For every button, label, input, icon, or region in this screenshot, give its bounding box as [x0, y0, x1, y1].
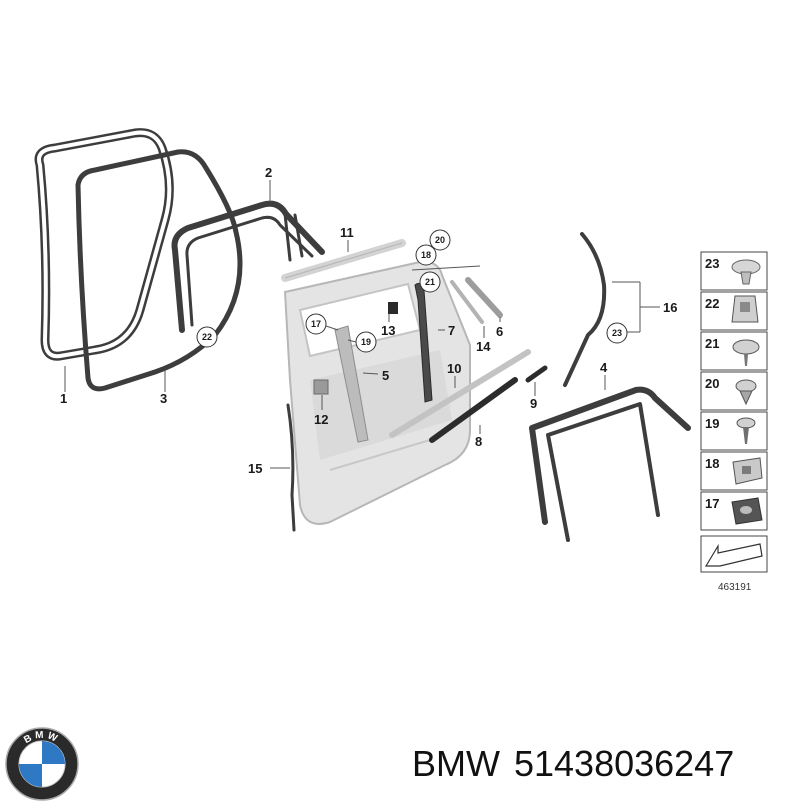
callout-5: 5	[382, 368, 389, 383]
callout-13: 13	[381, 323, 395, 338]
part-12-bracket	[313, 379, 329, 395]
callout-1: 1	[60, 391, 67, 406]
legend-row-19: 19	[700, 411, 768, 451]
part-13-bracket	[388, 302, 398, 314]
rivet-icon	[735, 379, 757, 393]
legend-row-21: 21	[700, 331, 768, 371]
part-3-inner-seal	[75, 149, 243, 392]
callout-12: 12	[314, 412, 328, 427]
legend-number-20: 20	[705, 376, 719, 391]
legend-row-23: 23	[700, 251, 768, 291]
callout-14: 14	[476, 339, 491, 354]
legend-number-19: 19	[705, 416, 719, 431]
part-15-edge-seal	[286, 403, 296, 532]
legend-row-direction	[700, 535, 768, 573]
callout-8: 8	[475, 434, 482, 449]
fastener-legend: 23 22 21 20 19	[700, 251, 768, 593]
legend-row-17: 17	[700, 491, 768, 531]
callout-15: 15	[248, 461, 262, 476]
part-14-clip	[450, 280, 484, 324]
circled-callout-18: 18	[421, 250, 431, 260]
part-16-pillar-seal	[563, 232, 607, 387]
part-2-window-channel	[171, 200, 325, 333]
callout-10: 10	[447, 361, 461, 376]
callout-4: 4	[600, 360, 608, 375]
legend-row-20: 20	[700, 371, 768, 411]
legend-number-23: 23	[705, 256, 719, 271]
callout-16: 16	[663, 300, 677, 315]
leader-lines	[64, 180, 660, 469]
legend-number-17: 17	[705, 496, 719, 511]
part-number-caption: BMW 51438036247	[412, 740, 792, 788]
circled-callout-20: 20	[435, 235, 445, 245]
callout-6: 6	[496, 324, 503, 339]
brand-name: BMW	[412, 743, 500, 784]
circled-callout-21: 21	[425, 277, 435, 287]
diagram-number: 463191	[718, 582, 752, 593]
callout-labels: 1 2 3 4 5 6 7 8 9 10 11 12 13 14 15 16	[60, 165, 677, 476]
legend-row-22: 22	[700, 291, 768, 331]
circled-callouts: 17 18 19 20 21 22 23	[196, 229, 628, 353]
circled-callout-17: 17	[311, 319, 321, 329]
callout-11: 11	[340, 225, 354, 240]
legend-number-18: 18	[705, 456, 719, 471]
svg-text:BMW: BMW	[22, 730, 61, 746]
legend-number-22: 22	[705, 296, 719, 311]
direction-arrow-icon	[704, 543, 763, 567]
part-6-small-trim	[465, 277, 503, 318]
part-number: 51438036247	[513, 743, 735, 784]
legend-row-18: 18	[700, 451, 768, 491]
callout-9: 9	[530, 396, 537, 411]
door-panel	[283, 260, 471, 525]
callout-3: 3	[160, 391, 167, 406]
bmw-logo: BMW	[5, 727, 79, 801]
part-10-belt-strip	[389, 349, 531, 438]
circled-callout-23: 23	[612, 328, 622, 338]
part-1-outer-seal	[34, 128, 174, 361]
part-11-roof-strip	[281, 239, 406, 282]
part-8-belt-seal	[429, 377, 518, 443]
callout-2: 2	[265, 165, 272, 180]
legend-number-21: 21	[705, 336, 719, 351]
circled-callout-19: 19	[361, 337, 371, 347]
circled-callout-22: 22	[202, 332, 212, 342]
callout-7: 7	[448, 323, 455, 338]
part-9-end-cap	[525, 365, 548, 383]
screw-head-icon	[732, 339, 760, 355]
part-4-frame-seal	[529, 386, 691, 542]
part-5-pillar-trim	[334, 325, 369, 443]
screw-icon	[736, 417, 756, 429]
